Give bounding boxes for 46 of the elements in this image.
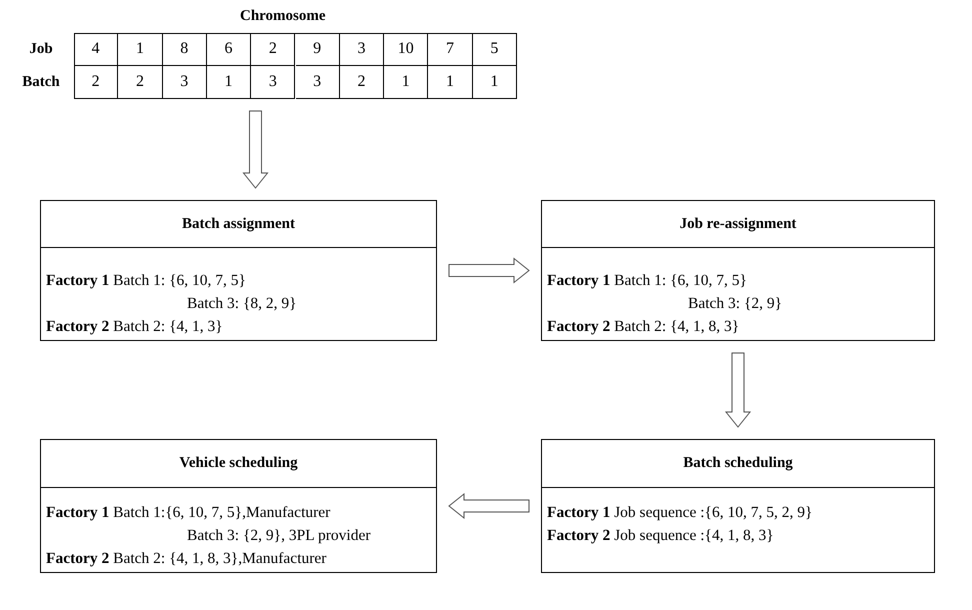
table-cell: 3	[296, 66, 340, 99]
box-heading: Batch scheduling	[683, 455, 793, 472]
row-header: Batch	[21, 73, 61, 92]
table-cell: 2	[118, 66, 163, 99]
process-box	[40, 200, 437, 341]
table-cell: 3	[340, 33, 384, 66]
body-text: Factory 1 Batch 1: {6, 10, 7, 5}	[547, 272, 747, 290]
table-cell: 2	[74, 66, 118, 99]
process-box	[541, 439, 935, 573]
body-text: Factory 1 Batch 1:{6, 10, 7, 5},Manufacturer	[46, 504, 330, 522]
body-text: Factory 2 Batch 2: {4, 1, 3}	[46, 318, 223, 336]
table-cell: 1	[384, 66, 428, 99]
box-heading: Vehicle scheduling	[179, 455, 298, 472]
row-header: Job	[28, 40, 54, 59]
table-cell: 2	[251, 33, 296, 66]
table-cell: 3	[162, 66, 207, 99]
box-heading: Job re-assignment	[680, 216, 796, 232]
table-cell: 5	[472, 33, 517, 66]
block-arrow	[724, 352, 752, 428]
table-cell: 1	[206, 66, 252, 99]
table-cell: 3	[251, 66, 296, 99]
table-cell: 4	[74, 33, 118, 66]
table-cell: 6	[206, 33, 252, 66]
table-cell: 1	[118, 33, 163, 66]
process-box	[40, 439, 437, 573]
table-cell: 10	[384, 33, 428, 66]
block-arrow	[448, 492, 530, 520]
body-text: Factory 2 Batch 2: {4, 1, 8, 3}	[547, 318, 740, 336]
table-title: Chromosome	[240, 6, 326, 26]
block-arrow	[448, 257, 530, 284]
box-heading: Batch assignment	[182, 216, 295, 232]
process-box	[541, 200, 935, 341]
table-cell: 8	[162, 33, 207, 66]
body-text: Factory 1 Job sequence :{6, 10, 7, 5, 2, 9}	[547, 504, 812, 522]
table-cell: 7	[428, 33, 473, 66]
body-text: Batch 3: {2, 9}, 3PL provider	[187, 527, 370, 545]
block-arrow	[242, 110, 269, 189]
table-cell: 1	[472, 66, 517, 99]
table-cell: 2	[340, 66, 384, 99]
body-text: Factory 2 Batch 2: {4, 1, 8, 3},Manufacturer	[46, 550, 326, 568]
body-text: Batch 3: {2, 9}	[688, 295, 782, 313]
body-text: Factory 2 Job sequence :{4, 1, 8, 3}	[547, 527, 774, 545]
body-text: Batch 3: {8, 2, 9}	[187, 295, 297, 313]
table-cell: 9	[296, 33, 340, 66]
body-text: Factory 1 Batch 1: {6, 10, 7, 5}	[46, 272, 246, 290]
table-cell: 1	[428, 66, 473, 99]
